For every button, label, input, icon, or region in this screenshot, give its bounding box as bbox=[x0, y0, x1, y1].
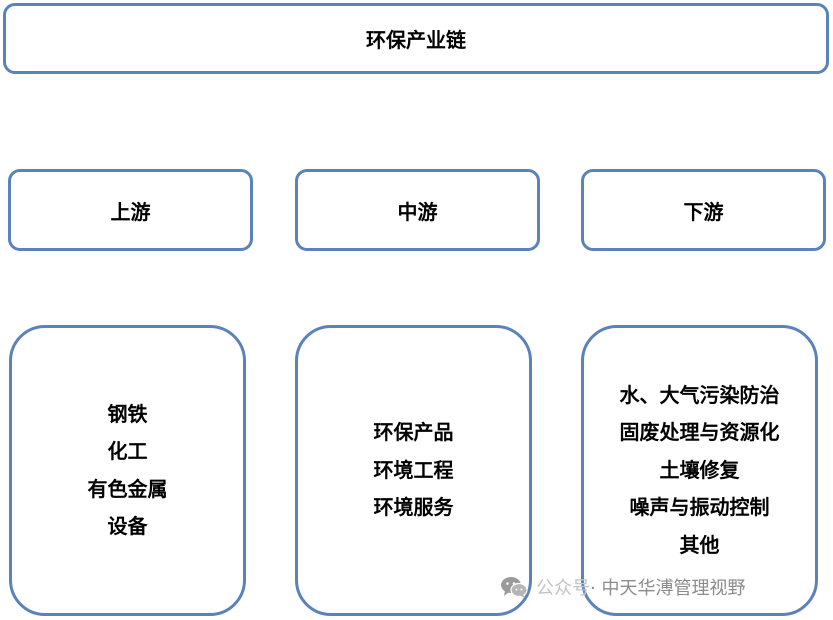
downstream-item: 水、大气污染防治 bbox=[619, 382, 780, 407]
upstream-item: 化工 bbox=[107, 439, 148, 463]
watermark-text: · 中天华溥管理视野 bbox=[590, 578, 746, 599]
watermark: 公众号 · 中天华溥管理视野 bbox=[500, 574, 745, 600]
tier-midstream-box: 中游 bbox=[295, 169, 540, 251]
midstream-items-box: 环保产品 环境工程 环境服务 bbox=[295, 325, 532, 616]
midstream-item: 环保产品 bbox=[373, 420, 454, 445]
tier-upstream-box: 上游 bbox=[8, 169, 253, 251]
upstream-item: 钢铁 bbox=[107, 401, 148, 426]
watermark-faint-text: 公众号 bbox=[536, 578, 590, 599]
downstream-item: 其他 bbox=[679, 532, 720, 557]
upstream-item: 有色金属 bbox=[87, 476, 168, 501]
downstream-item: 土壤修复 bbox=[659, 457, 740, 482]
tier-downstream-box: 下游 bbox=[581, 169, 826, 251]
upstream-items-box: 钢铁 化工 有色金属 设备 bbox=[9, 325, 246, 616]
downstream-item: 固废处理与资源化 bbox=[619, 420, 780, 445]
wechat-icon bbox=[501, 577, 528, 598]
chain-title-box: 环保产业链 bbox=[3, 3, 829, 74]
upstream-item: 设备 bbox=[107, 514, 148, 538]
tier-upstream-label: 上游 bbox=[110, 199, 151, 224]
downstream-item: 噪声与振动控制 bbox=[629, 495, 770, 520]
tier-midstream-label: 中游 bbox=[397, 199, 438, 224]
midstream-item: 环境服务 bbox=[373, 495, 454, 520]
downstream-items-box: 水、大气污染防治 固废处理与资源化 土壤修复 噪声与振动控制 其他 bbox=[581, 325, 818, 616]
tier-downstream-label: 下游 bbox=[683, 199, 724, 224]
chain-title: 环保产业链 bbox=[366, 28, 466, 52]
midstream-item: 环境工程 bbox=[373, 457, 454, 482]
